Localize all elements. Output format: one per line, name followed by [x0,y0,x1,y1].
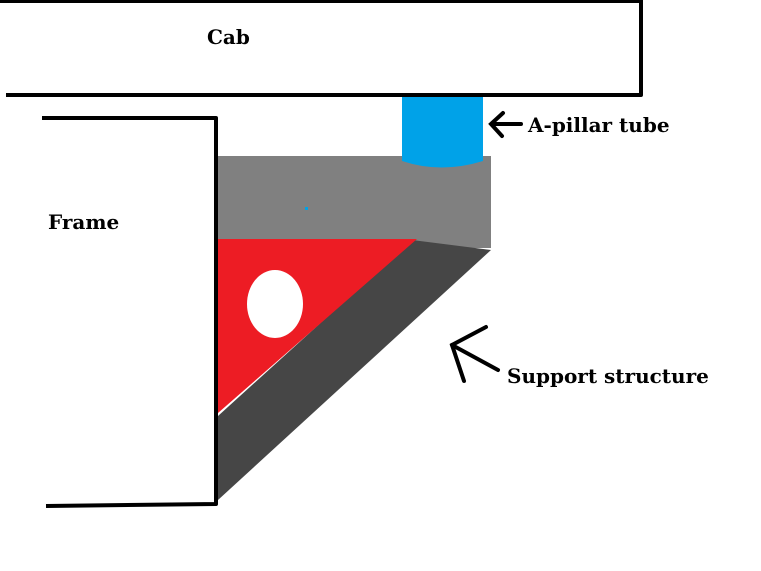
support-diagonal-brace [218,240,491,500]
cab-outline [0,0,643,97]
support-top-plate [218,156,491,248]
arrow-support-icon [449,325,500,383]
arrow-a-pillar-icon [488,111,523,138]
gusset-hole [247,270,303,338]
cab-label: Cab [207,25,250,49]
frame-label: Frame [48,210,119,234]
a-pillar-label: A-pillar tube [527,113,670,137]
blue-speck [305,207,308,210]
frame-outline [42,116,218,508]
a-pillar-tube [402,97,483,168]
support-label: Support structure [507,364,709,388]
